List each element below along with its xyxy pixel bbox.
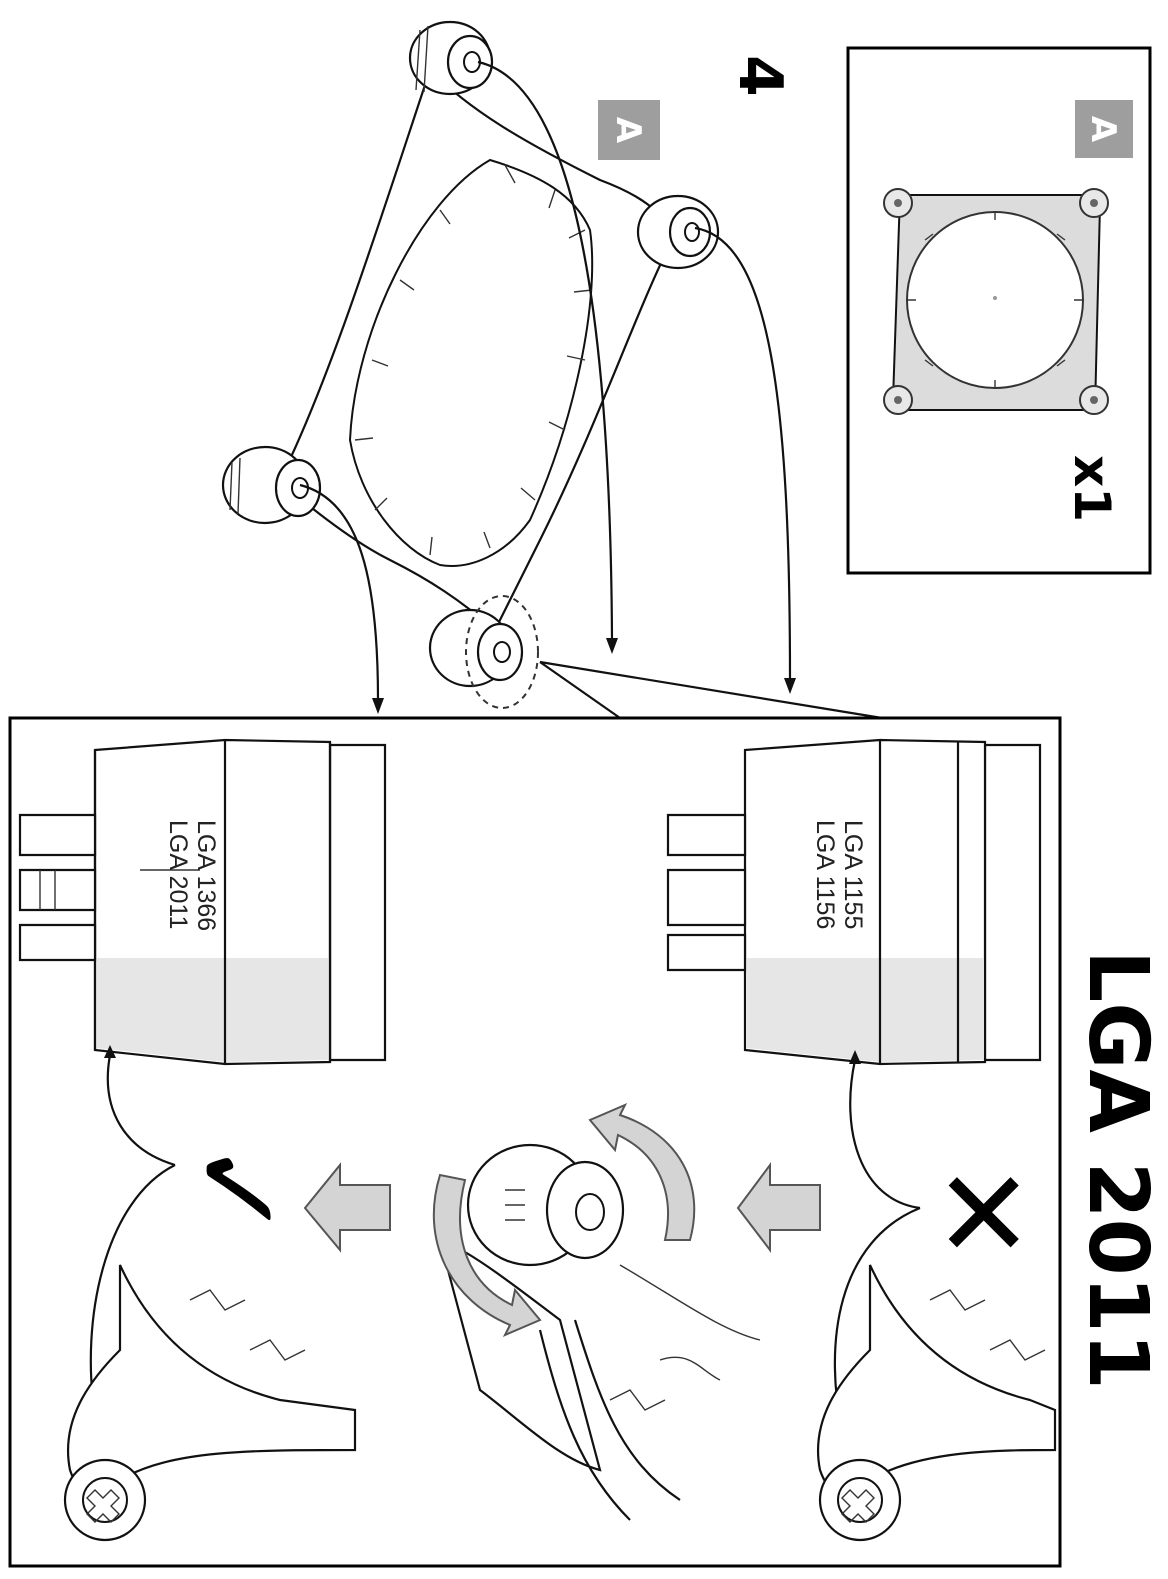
step-title: LGA 2011 [1070,950,1165,1390]
sleeve-wrong-line1: LGA 1155 [839,820,867,929]
detail-panel: LGA 1366 LGA 2011 LGA 1155 LGA 1156 [8,716,1062,1568]
svg-text:A: A [608,117,648,144]
step-number: 4 [725,55,795,97]
part-quantity: x1 [1063,455,1121,522]
part-badge: A [1075,100,1133,158]
sleeve-correct: LGA 1366 LGA 2011 [18,738,387,1066]
bracket-post-right [636,194,720,270]
bracket-post-bottom [428,595,539,709]
bracket-arm-center [538,1319,681,1521]
bracket-post-left [221,445,322,525]
bracket-corner-correct [63,1264,357,1542]
sleeve-correct-line1: LGA 1366 [192,820,220,931]
direction-arrow-left [303,1162,391,1253]
leader-arrows [299,60,883,720]
bracket-post-top [408,20,494,96]
direction-arrow-right [736,1161,821,1253]
sleeve-wrong: LGA 1155 LGA 1156 [666,738,1042,1066]
bracket-badge: A [598,100,660,160]
rotating-post [432,1103,761,1472]
sleeve-wrong-line2: LGA 1156 [811,820,839,929]
bracket-thumbnail [883,188,1109,415]
mounting-bracket [221,20,720,709]
bracket-corner-wrong [817,1264,1057,1542]
sleeve-correct-line2: LGA 2011 [164,820,192,929]
wrong-mark: ✕ [911,1162,1050,1263]
correct-mark: ✓ [166,1140,305,1241]
svg-text:A: A [1083,116,1123,143]
part-callout: A x1 [846,46,1152,575]
